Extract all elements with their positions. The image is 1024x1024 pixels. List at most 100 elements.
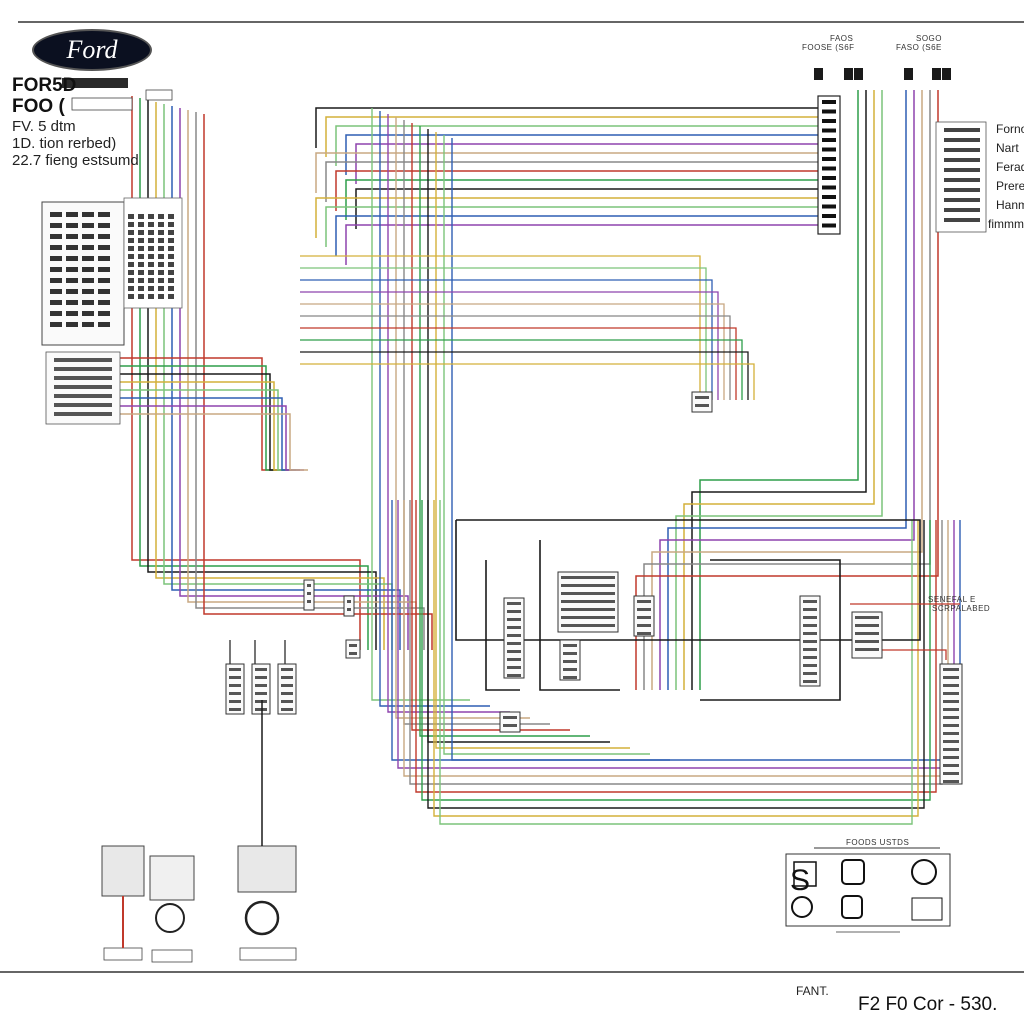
relay-contact <box>54 367 112 371</box>
component <box>277 663 297 715</box>
component-pin <box>943 676 959 679</box>
wire <box>870 649 947 660</box>
wire <box>355 188 818 229</box>
wire <box>403 500 949 777</box>
mid-right-label-2: SCRPALABED <box>932 604 991 613</box>
component-pin <box>855 616 879 619</box>
fuse-pin <box>158 262 164 267</box>
fuse-pin <box>148 238 154 243</box>
wire <box>147 100 377 650</box>
wire <box>300 279 713 400</box>
component-pin <box>561 624 615 627</box>
terminal <box>822 109 836 114</box>
terminal <box>822 147 836 152</box>
fuse-pin <box>148 270 154 275</box>
footer-title: F2 F0 Cor - 530. <box>858 994 998 1015</box>
component-pin <box>637 608 651 611</box>
fuse <box>82 267 94 272</box>
component-pin <box>561 584 615 587</box>
left-relay-block <box>45 351 121 425</box>
terminal-label-bar <box>944 138 980 142</box>
component-pin <box>507 602 521 605</box>
fuse-pin <box>158 254 164 259</box>
wire <box>345 134 818 175</box>
right-side-label: Ferad <box>996 160 1024 174</box>
wire <box>300 315 731 400</box>
component-pin <box>637 624 651 627</box>
component-pin <box>943 772 959 775</box>
relay-contact <box>54 376 112 380</box>
component-pin <box>943 724 959 727</box>
component-pin <box>229 668 241 671</box>
wire <box>345 179 818 220</box>
terminal-label-bar <box>944 158 980 162</box>
wire <box>120 413 308 471</box>
fuse <box>66 300 78 305</box>
fuse-pin <box>128 230 134 235</box>
fuse <box>82 212 94 217</box>
component <box>499 711 521 733</box>
right-side-label: Prere <box>996 179 1024 193</box>
fuse <box>50 267 62 272</box>
fuse-pin <box>138 262 144 267</box>
wire <box>300 339 743 400</box>
header-line-3: 22.7 fieng estsumd <box>12 152 139 169</box>
component <box>251 663 271 715</box>
component-pin <box>255 684 267 687</box>
fuse-pin <box>128 214 134 219</box>
component-pin <box>507 650 521 653</box>
component-pin <box>855 640 879 643</box>
terminal <box>822 157 836 161</box>
right-side-label: Forno <box>996 122 1024 136</box>
component-pin <box>507 618 521 621</box>
component-pin <box>943 756 959 759</box>
component-pin <box>281 684 293 687</box>
connector-a-sublabel: FOOSE (S6F <box>802 43 855 52</box>
fuse <box>50 223 62 228</box>
terminal <box>822 185 836 190</box>
bottom-left-sensors <box>101 700 297 963</box>
fuse-pin <box>158 246 164 251</box>
fuse <box>66 245 78 250</box>
terminal <box>822 119 836 123</box>
wire <box>539 540 620 691</box>
connector-a-label: FAOS <box>830 34 854 43</box>
component-pin <box>307 584 311 587</box>
wire <box>699 90 859 690</box>
component-pin <box>229 676 241 679</box>
fuse <box>66 223 78 228</box>
fuse-pin <box>168 230 174 235</box>
component-pin <box>803 632 817 635</box>
header-line-2: 1D. tion rerbed) <box>12 135 117 152</box>
component-pin <box>803 640 817 643</box>
wire <box>300 267 707 400</box>
wire <box>163 104 393 650</box>
connector-pin <box>932 68 941 80</box>
fuse <box>82 322 94 327</box>
fuse <box>82 256 94 261</box>
wire <box>421 500 931 801</box>
component-pin <box>563 652 577 655</box>
component-pin <box>943 740 959 743</box>
component-pin <box>803 648 817 651</box>
component <box>225 663 245 715</box>
wire <box>325 161 818 202</box>
component-pin <box>803 608 817 611</box>
fuse-pin <box>148 294 154 299</box>
wire <box>315 197 818 238</box>
component-pin <box>943 708 959 711</box>
component-pin <box>637 632 651 635</box>
fuse-pin <box>148 262 154 267</box>
wire <box>139 98 369 650</box>
wire <box>455 519 921 641</box>
fuse-pin <box>138 278 144 283</box>
wire <box>667 90 907 690</box>
terminal-label-bar <box>944 168 980 172</box>
fuse-pin <box>128 270 134 275</box>
fuse <box>50 311 62 316</box>
component-blocks <box>225 391 963 785</box>
fuse <box>98 223 110 228</box>
fuse-pin <box>168 246 174 251</box>
component-pin <box>229 692 241 695</box>
component-pin <box>803 624 817 627</box>
